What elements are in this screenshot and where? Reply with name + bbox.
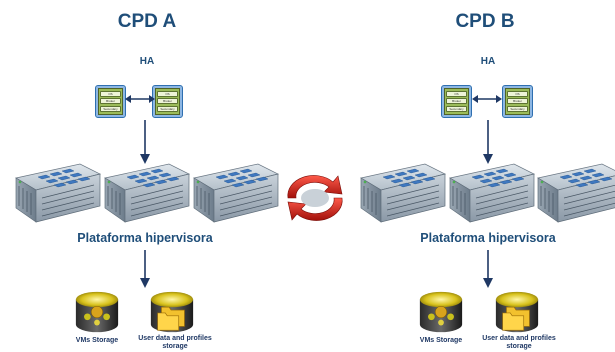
- cpd-a-arrow-to-storage: [140, 250, 150, 288]
- cpd-a-folder-storage-icon: [148, 288, 196, 336]
- cpd-a-arrow-to-platform: [140, 120, 150, 164]
- cpd-b-user-storage-label: User data and profiles storage: [482, 335, 556, 350]
- cpd-a-ha-label: HA: [139, 56, 155, 67]
- cpd-b-arrow-to-storage: [483, 250, 493, 288]
- vm-row: Secundary: [157, 106, 178, 113]
- cpd-b-ha-label: HA: [480, 56, 496, 67]
- vm-row: OS: [100, 90, 121, 97]
- cpd-b-server-1: [353, 160, 448, 228]
- cpd-b-server-2: [442, 160, 537, 228]
- vm-row: Broker: [507, 98, 528, 105]
- cpd-b-ha-double-arrow: [472, 95, 502, 103]
- vm-row: Broker: [157, 98, 178, 105]
- vm-row: OS: [446, 90, 467, 97]
- sync-icon: [287, 175, 343, 221]
- cpd-a-platform-label: Plataforma hipervisora: [77, 231, 213, 245]
- cpd-b-vm-1: OS Broker Secundary: [441, 85, 472, 118]
- cpd-b-server-3: [537, 163, 615, 223]
- cpd-b-platform-label: Plataforma hipervisora: [420, 231, 556, 245]
- vm-row: OS: [507, 90, 528, 97]
- cpd-b-disk-storage-icon: [417, 288, 465, 336]
- cpd-a-ha-double-arrow: [125, 95, 155, 103]
- cpd-b-vms-storage-label: VMs Storage: [419, 337, 463, 344]
- cpd-a-server-1: [8, 160, 103, 228]
- cpd-a-vms-storage-label: VMs Storage: [75, 337, 119, 344]
- cpd-a-server-2: [97, 160, 192, 228]
- cpd-b-title: CPD B: [455, 11, 515, 32]
- vm-row: OS: [157, 90, 178, 97]
- cpd-b-vm-2: OS Broker Secundary: [502, 85, 533, 118]
- cpd-a-server-3: [186, 160, 281, 228]
- cpd-a-user-storage-label: User data and profiles storage: [138, 335, 212, 350]
- vm-row: Broker: [446, 98, 467, 105]
- vm-row: Secundary: [507, 106, 528, 113]
- vm-row: Secundary: [446, 106, 467, 113]
- vm-row: Secundary: [100, 106, 121, 113]
- cpd-a-title: CPD A: [117, 11, 177, 32]
- cpd-a-disk-storage-icon: [73, 288, 121, 336]
- cpd-a-vm-1: OS Broker Secundary: [95, 85, 126, 118]
- cpd-b-arrow-to-platform: [483, 120, 493, 164]
- cpd-b-folder-storage-icon: [493, 288, 541, 336]
- cpd-a-vm-2: OS Broker Secundary: [152, 85, 183, 118]
- vm-row: Broker: [100, 98, 121, 105]
